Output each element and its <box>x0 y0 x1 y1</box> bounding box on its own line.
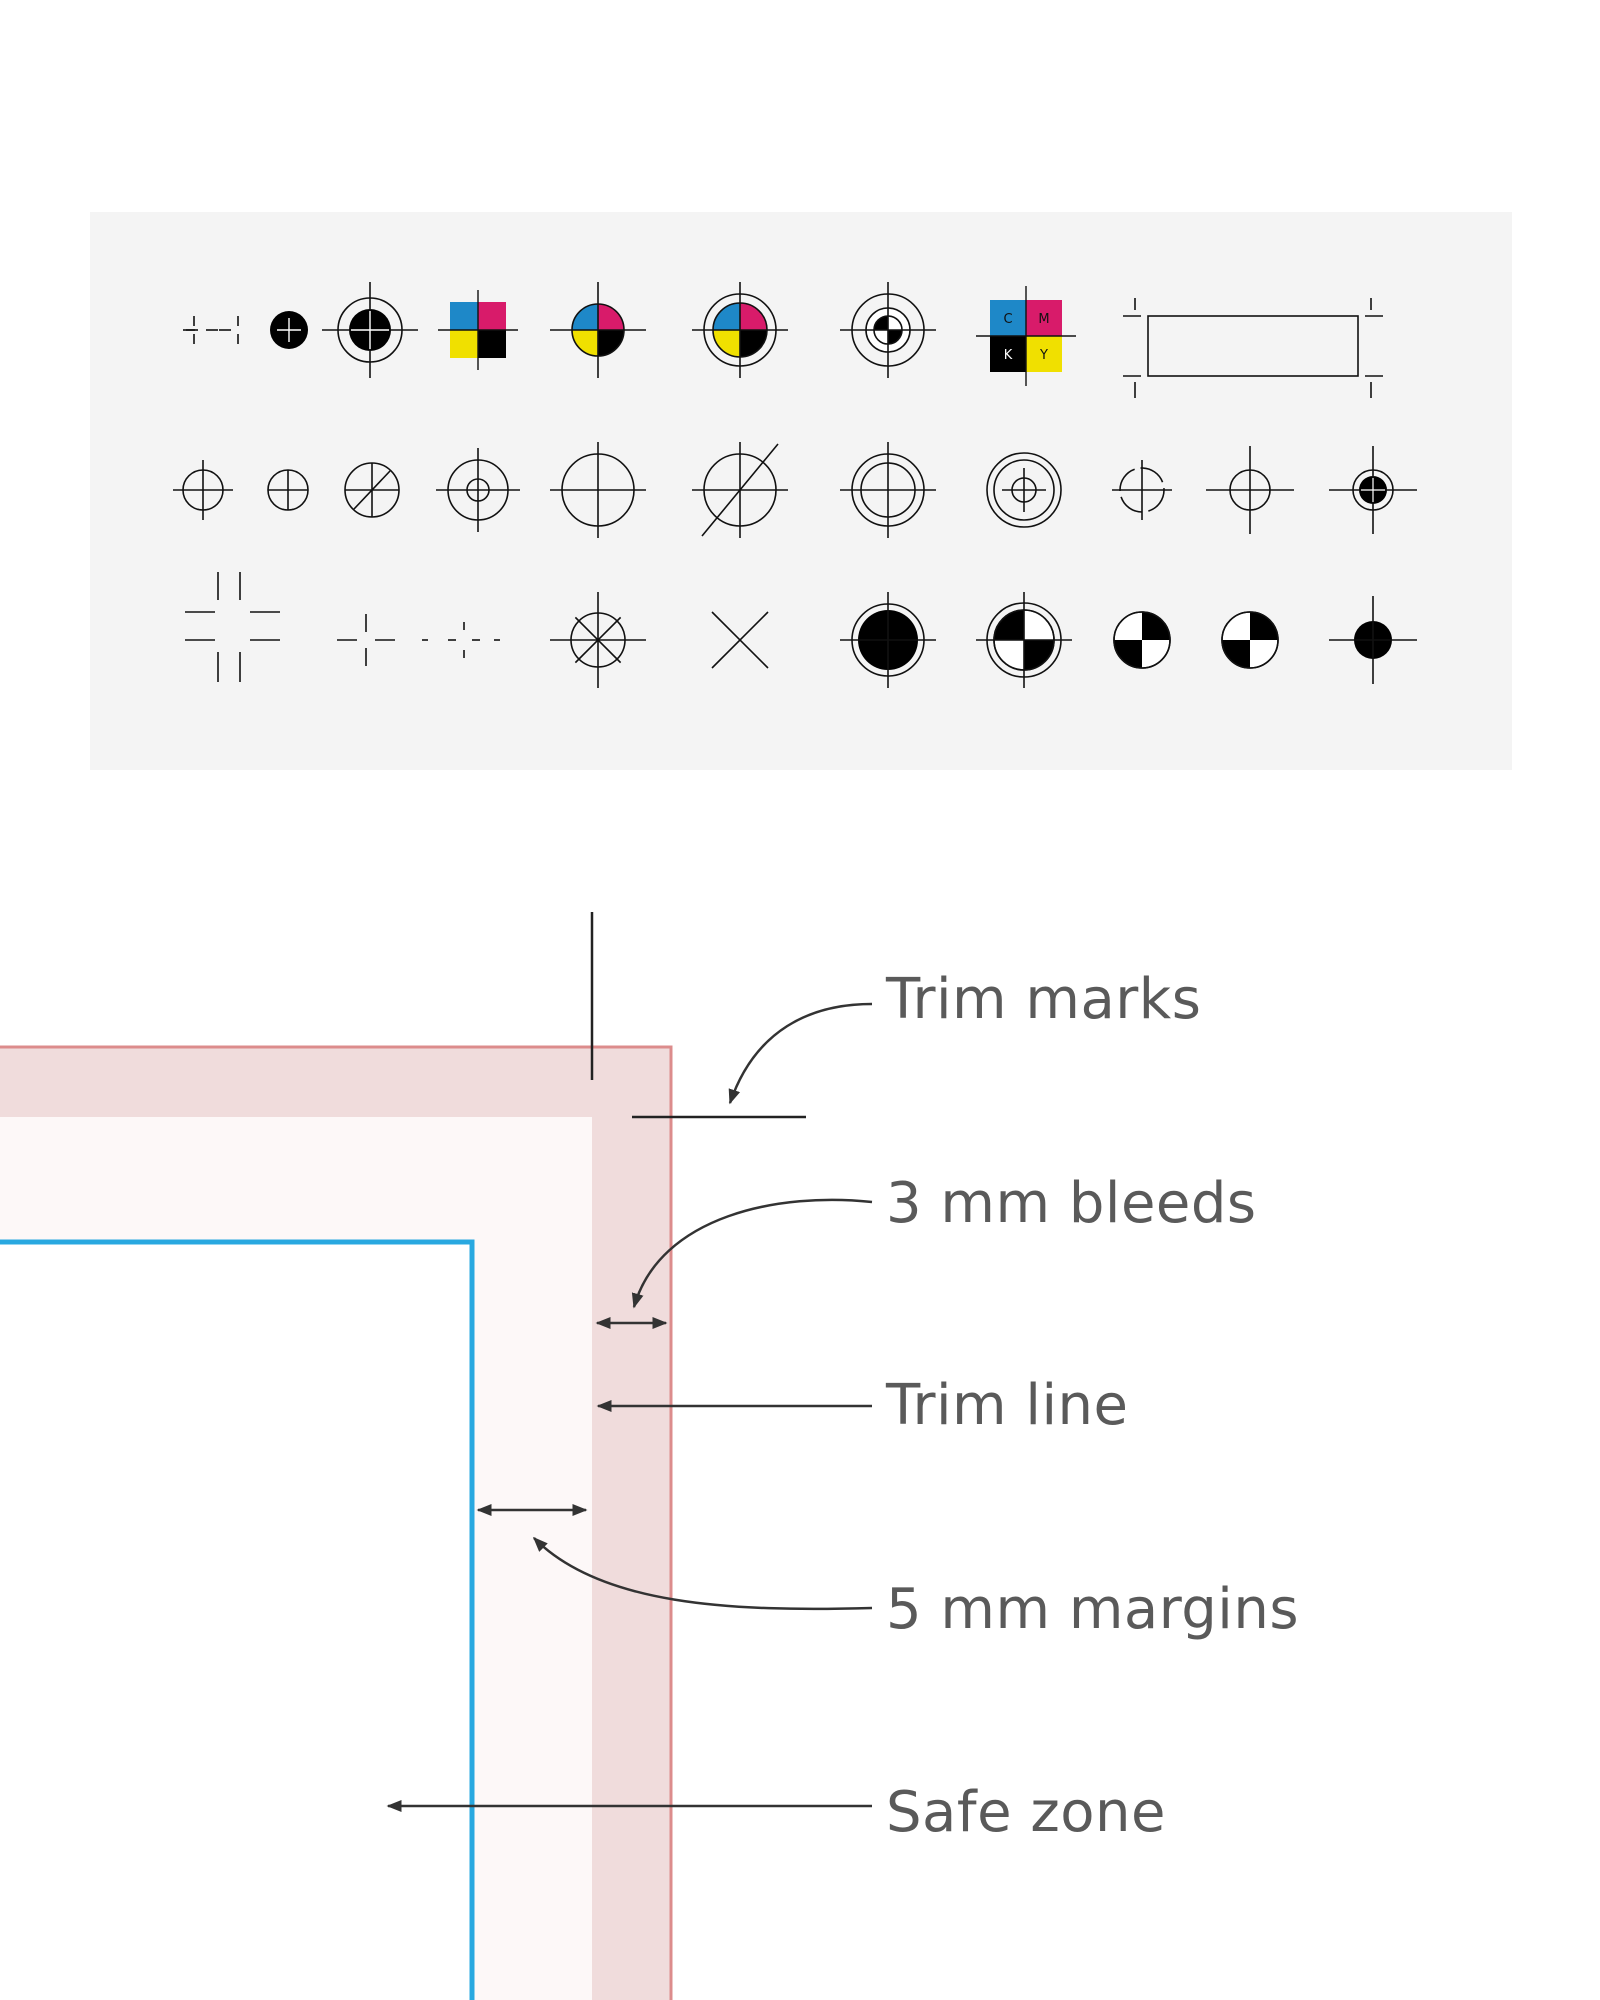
registration-marks-panel: C M K Y <box>90 212 1512 770</box>
print-bleed-diagram <box>0 912 873 2000</box>
target-filled-small-icon <box>1329 596 1417 684</box>
bleed-edge-line <box>0 1045 673 2000</box>
checker-circle-alt-icon <box>1221 611 1279 669</box>
arrow-margins <box>532 1536 873 1611</box>
target-filled-dot-icon <box>322 282 418 378</box>
circle-slash-icon <box>344 462 400 518</box>
cmyk-quadrant-ring-icon <box>692 282 788 378</box>
cmyk-squares-labeled-icon: C M K Y <box>976 286 1076 386</box>
svg-text:K: K <box>1004 348 1013 363</box>
double-ring-crosshair-icon <box>840 442 936 538</box>
split-crop-medium-icon <box>337 614 395 666</box>
label-trim-line: Trim line <box>886 1373 1129 1438</box>
split-crop-large-icon <box>185 572 280 682</box>
circle-slash-large-icon <box>692 442 788 538</box>
label-bleeds: 3 mm bleeds <box>886 1171 1257 1236</box>
crop-box-icon <box>1123 298 1383 398</box>
bleed-area <box>0 1046 672 2000</box>
split-crop-dotted-icon <box>422 622 500 658</box>
crosshair-circle-small-icon <box>267 469 309 511</box>
x-mark-icon <box>711 611 769 669</box>
crosshair-filled-dot-icon <box>1329 446 1417 534</box>
star-circle-icon <box>550 592 646 688</box>
triple-ring-crosshair-icon <box>986 452 1062 528</box>
registration-marks-svg: C M K Y <box>173 282 1417 688</box>
svg-text:C: C <box>1003 312 1012 327</box>
cmyk-squares-icon <box>438 290 518 370</box>
split-crosshair-circle-icon <box>1112 460 1172 520</box>
target-filled-large-icon <box>840 592 936 688</box>
cmyk-quadrant-circle-icon <box>550 282 646 378</box>
safe-zone-line <box>0 1239 475 2000</box>
target-checker-icon <box>976 592 1072 688</box>
svg-text:M: M <box>1038 312 1049 327</box>
checker-circle-icon <box>1113 611 1171 669</box>
label-margins: 5 mm margins <box>886 1577 1300 1642</box>
crosshair-small-ring-icon <box>436 448 520 532</box>
solid-dot-icon <box>270 311 308 349</box>
crosshair-circle-large-icon <box>550 442 646 538</box>
arrow-bleeds <box>631 1198 873 1309</box>
label-trim-marks: Trim marks <box>886 967 1202 1032</box>
label-safe-zone: Safe zone <box>886 1780 1166 1845</box>
safe-zone-area <box>0 1241 472 2000</box>
svg-text:Y: Y <box>1039 348 1048 363</box>
crosshair-circle-icon <box>173 460 233 520</box>
split-crop-small-icon <box>183 316 239 344</box>
checker-ring-icon <box>840 282 936 378</box>
crosshair-long-icon <box>1206 446 1294 534</box>
arrow-trim-marks <box>728 1002 873 1105</box>
